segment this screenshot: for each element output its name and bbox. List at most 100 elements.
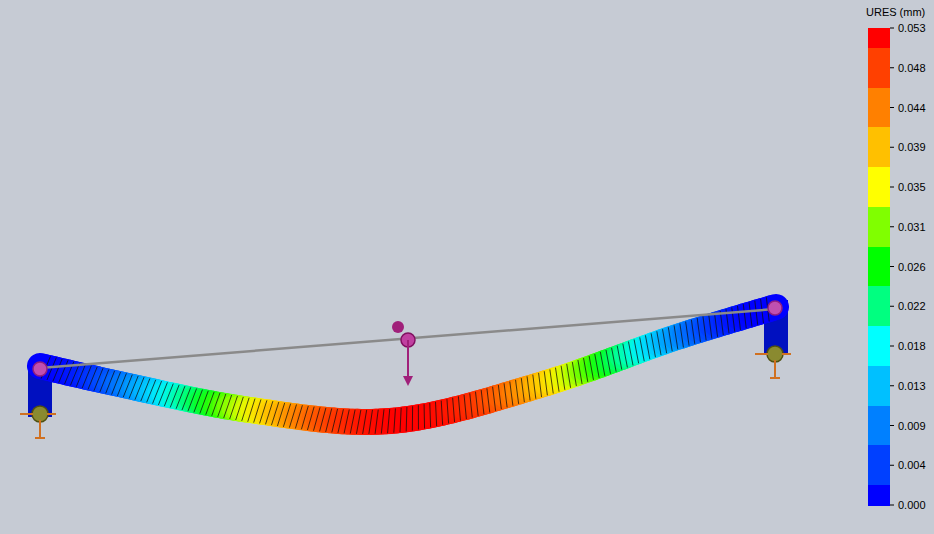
mesh-line [589, 356, 593, 380]
mesh-line [283, 404, 290, 427]
mesh-line [260, 400, 267, 423]
mesh-line [436, 402, 437, 426]
legend-value: 0.035 [898, 181, 926, 193]
mesh-line [464, 395, 466, 419]
mesh-line [709, 314, 712, 338]
tick-mark [890, 505, 894, 506]
legend-value: 0.009 [898, 420, 926, 432]
mesh-line [412, 406, 413, 430]
legend-value: 0.053 [898, 22, 926, 34]
mesh-line [458, 396, 460, 420]
color-bar-swatch [868, 127, 890, 167]
mesh-line [743, 304, 746, 328]
tick-mark [890, 28, 894, 29]
mesh-line [645, 335, 649, 359]
mesh-line [394, 408, 396, 432]
tick-mark [890, 107, 894, 108]
tick-mark [890, 187, 894, 188]
mesh-line [320, 408, 326, 431]
mesh-line [550, 369, 553, 393]
color-bar-swatch [868, 167, 890, 207]
tick-mark [890, 385, 894, 386]
load-symbol [392, 321, 415, 386]
mesh-line [623, 344, 628, 368]
mesh-line [634, 339, 639, 363]
mesh-line [301, 406, 308, 429]
mesh-line [493, 387, 496, 411]
mesh-line [381, 409, 384, 433]
mesh-line [737, 306, 740, 330]
color-bar-swatch [868, 88, 890, 128]
mesh-line [510, 382, 513, 406]
mesh-line [584, 358, 588, 382]
tick-mark [890, 67, 894, 68]
mesh-line [600, 352, 604, 376]
mesh-line [749, 302, 752, 326]
color-bar-swatch [868, 247, 890, 287]
mesh-line [668, 327, 672, 351]
mesh-line [516, 380, 519, 404]
color-bar-swatch [868, 445, 890, 485]
legend-value: 0.048 [898, 62, 926, 74]
mesh-line [429, 403, 431, 427]
mesh-line [212, 393, 220, 416]
mesh-line [400, 408, 401, 432]
tick-mark [890, 266, 894, 267]
tick-mark [890, 465, 894, 466]
fixture-symbol [20, 362, 56, 438]
mesh-line [289, 404, 296, 427]
mesh-line [561, 366, 565, 390]
color-bar-swatch [868, 485, 890, 505]
color-bar-swatch [868, 207, 890, 247]
mesh-line [326, 408, 332, 432]
mesh-line [617, 346, 622, 370]
mesh-line [277, 403, 284, 426]
legend-value: 0.018 [898, 340, 926, 352]
mesh-line [521, 378, 524, 402]
mesh-line [254, 399, 261, 422]
mesh-line [578, 360, 582, 384]
mesh-line [230, 396, 238, 419]
tick-mark [890, 306, 894, 307]
mesh-line [424, 404, 425, 428]
mesh-line [406, 407, 408, 431]
mesh-line [651, 333, 655, 357]
mesh-line [544, 371, 547, 395]
mesh-line [338, 409, 343, 433]
fixture-symbol [755, 301, 791, 378]
mesh-line [369, 410, 373, 434]
mesh-line [388, 409, 390, 433]
mesh-line [697, 318, 700, 342]
mesh-line [504, 383, 507, 407]
mesh-line [686, 322, 689, 346]
mesh-line [595, 354, 599, 378]
mesh-line [539, 373, 542, 397]
tick-mark [890, 425, 894, 426]
color-bar-swatch [868, 326, 890, 366]
mesh-line [453, 398, 455, 422]
mesh-line [674, 325, 678, 349]
mesh-line [242, 398, 249, 421]
mesh-line [218, 394, 226, 417]
mesh-line [356, 410, 360, 434]
mesh-line [755, 301, 758, 325]
mesh-line [295, 405, 302, 428]
mesh-line [657, 331, 661, 355]
mesh-line [527, 376, 530, 400]
color-bar-swatch [868, 406, 890, 446]
legend-value: 0.031 [898, 221, 926, 233]
legend-title: URES (mm) [866, 6, 925, 18]
mesh-line [224, 395, 232, 418]
mesh-line [640, 337, 645, 361]
deformed-beam [28, 297, 788, 434]
mesh-line [533, 375, 536, 399]
mesh-line [418, 405, 419, 429]
mesh-line [487, 388, 490, 412]
mesh-line [271, 402, 278, 425]
mesh-line [691, 320, 694, 344]
mesh-line [375, 410, 378, 434]
color-bar-swatch [868, 286, 890, 326]
tick-mark [890, 346, 894, 347]
legend-value: 0.013 [898, 380, 926, 392]
